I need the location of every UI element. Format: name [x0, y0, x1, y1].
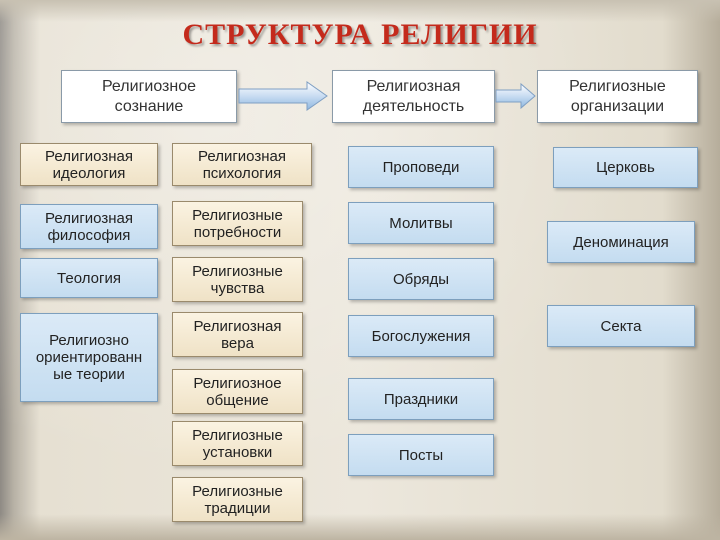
scroll-edge-bottom [0, 514, 720, 540]
box-line: установки [202, 443, 273, 461]
box-line: идеология [52, 164, 126, 182]
ideology-box: Религиозная философия [20, 204, 158, 249]
header-line: сознание [114, 97, 184, 115]
box-line: Религиозные [192, 482, 283, 500]
box-line: Религиозная [45, 147, 133, 165]
box-line: Религиозное [193, 374, 282, 392]
organization-box: Церковь [553, 147, 698, 188]
activity-box: Богослужения [348, 315, 494, 357]
header-line: организации [570, 97, 665, 115]
psychology-box: Религиозные традиции [172, 477, 303, 522]
psychology-box: Религиозная психология [172, 143, 312, 186]
ideology-box: Религиозно ориентированн ые теории [20, 313, 158, 402]
organization-box: Секта [547, 305, 695, 347]
box-line: общение [206, 391, 269, 409]
box-line: Религиозные [192, 426, 283, 444]
box-line: ые теории [53, 366, 125, 383]
header-activity: Религиозная деятельность [332, 70, 495, 123]
box-line: психология [202, 164, 282, 182]
box-line: Теология [57, 269, 121, 287]
box-line: чувства [210, 279, 265, 297]
activity-box: Обряды [348, 258, 494, 300]
box-line: Религиозные [192, 206, 283, 224]
header-organizations: Религиозные организации [537, 70, 698, 123]
box-line: Религиозная [193, 317, 282, 335]
psychology-box: Религиозное общение [172, 369, 303, 414]
box-line: ориентированн [35, 349, 143, 366]
box-line: философия [47, 226, 131, 244]
activity-box: Проповеди [348, 146, 494, 188]
header-line: Религиозное [101, 77, 197, 95]
arrow-right-icon [495, 82, 536, 110]
activity-box: Молитвы [348, 202, 494, 244]
ideology-box: Теология [20, 258, 158, 298]
header-line: Религиозная [366, 77, 461, 95]
box-line: потребности [193, 223, 282, 241]
header-line: деятельность [362, 97, 465, 115]
box-line: Религиозная [198, 147, 286, 165]
activity-box: Посты [348, 434, 494, 476]
activity-box: Праздники [348, 378, 494, 420]
box-line: Религиозно [49, 332, 129, 349]
box-line: Религиозная [45, 209, 133, 227]
psychology-box: Религиозные чувства [172, 257, 303, 302]
psychology-box: Религиозная вера [172, 312, 303, 357]
psychology-box: Религиозные установки [172, 421, 303, 466]
header-consciousness: Религиозное сознание [61, 70, 237, 123]
ideology-box: Религиозная идеология [20, 143, 158, 186]
box-line: вера [221, 334, 254, 352]
scroll-edge-top [0, 0, 720, 22]
box-line: традиции [204, 499, 271, 517]
diagram-title: СТРУКТУРА РЕЛИГИИ [182, 18, 538, 51]
header-line: Религиозные [569, 77, 666, 95]
box-line: Религиозные [192, 262, 283, 280]
psychology-box: Религиозные потребности [172, 201, 303, 246]
arrow-right-icon [238, 81, 328, 111]
organization-box: Деноминация [547, 221, 695, 263]
